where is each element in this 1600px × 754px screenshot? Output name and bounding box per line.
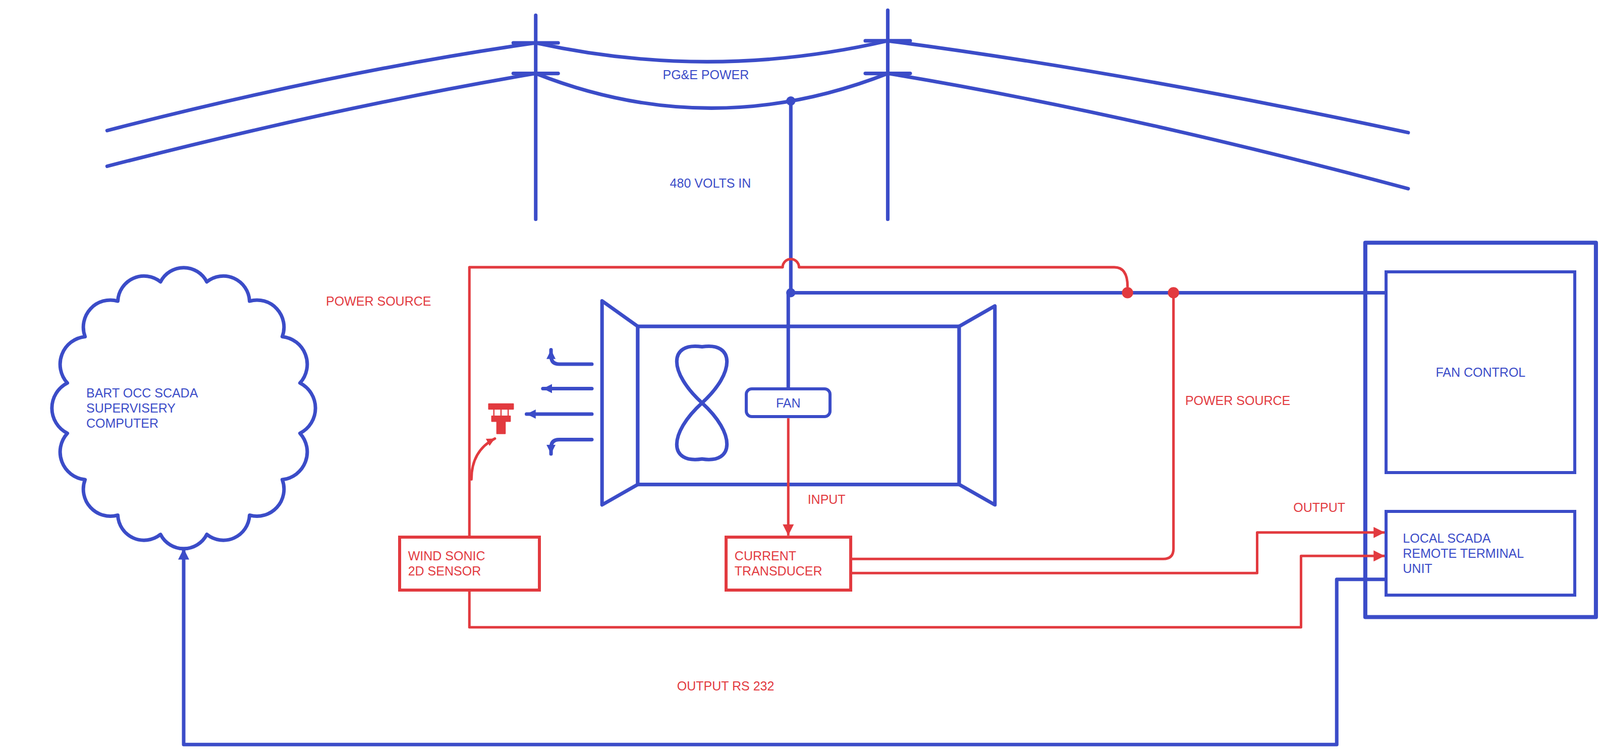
connector <box>183 548 1385 745</box>
airflow-arrow <box>542 387 592 391</box>
text-block: BART OCC SCADA SUPERVISERY COMPUTER <box>86 385 223 431</box>
junction-dot <box>1122 287 1134 299</box>
power-source-label: POWER SOURCE <box>324 293 433 309</box>
duct-inlet <box>601 301 638 506</box>
wire <box>106 42 536 131</box>
airflow-arrow <box>526 412 592 417</box>
text-block: WIND SONIC 2D SENSOR <box>408 548 500 579</box>
wind-sensor-icon <box>488 404 514 434</box>
wire <box>887 40 1408 133</box>
voltage-label: 480 VOLTS IN <box>668 175 753 191</box>
text-block: FAN <box>776 395 801 411</box>
text-block: FAN CONTROL <box>1435 364 1526 380</box>
connector <box>788 292 1385 388</box>
wire <box>887 73 1408 190</box>
connector <box>852 532 1386 574</box>
duct-outlet <box>959 306 996 506</box>
fan-blade <box>676 346 727 403</box>
power-lines <box>106 10 1408 293</box>
sensor-head <box>491 416 511 422</box>
sensor-lead <box>471 438 495 480</box>
power-wire <box>469 259 1128 536</box>
power-source-label: POWER SOURCE <box>1183 393 1292 409</box>
airflow-arrow <box>550 439 592 455</box>
edge-label: OUTPUT RS 232 <box>675 678 777 694</box>
edge-label: INPUT <box>806 491 848 508</box>
cabinet-outline <box>1365 242 1596 618</box>
fan-duct <box>601 301 996 506</box>
utility-pole <box>865 10 911 220</box>
connector <box>469 556 1385 628</box>
junction-dot <box>786 288 796 298</box>
junction-dot <box>1168 287 1180 299</box>
sensor-cap <box>488 404 514 410</box>
node-text: CURRENT TRANSDUCER <box>734 548 836 579</box>
duct-body <box>637 326 960 485</box>
fan-box: FAN <box>744 387 832 419</box>
airflow-arrows <box>526 350 592 455</box>
node-text: FAN CONTROL <box>1435 364 1526 380</box>
power-label: PG&E POWER <box>660 67 751 83</box>
control-box: FAN CONTROL <box>1384 270 1577 475</box>
connector <box>787 418 790 536</box>
power-wire <box>852 292 1174 560</box>
control-cabinet <box>1365 242 1596 618</box>
sensor-box: WIND SONIC 2D SENSOR <box>398 535 541 592</box>
node-text: LOCAL SCADA REMOTE TERMINAL UNIT <box>1402 530 1524 577</box>
cloud-computer: BART OCC SCADA SUPERVISERY COMPUTER <box>45 260 322 557</box>
sensor-wiring <box>469 259 1174 560</box>
node-text: WIND SONIC 2D SENSOR <box>408 548 500 579</box>
cloud-shape <box>51 267 316 549</box>
text-block: CURRENT TRANSDUCER <box>734 548 836 579</box>
utility-pole <box>513 15 559 219</box>
wire <box>535 40 889 62</box>
text-block: LOCAL SCADA REMOTE TERMINAL UNIT <box>1402 530 1524 577</box>
wire <box>106 73 536 167</box>
feed-wire <box>789 100 793 293</box>
rtu-box: LOCAL SCADA REMOTE TERMINAL UNIT <box>1384 510 1577 597</box>
junction-dot <box>786 96 796 106</box>
transducer-box: CURRENT TRANSDUCER <box>724 535 853 592</box>
airflow-arrow <box>550 350 592 365</box>
edge-label: OUTPUT <box>1291 500 1347 516</box>
node-text: FAN <box>776 395 801 411</box>
fan-blade <box>676 403 727 460</box>
sensor-stem <box>497 421 506 434</box>
sensor-post <box>493 409 509 417</box>
node-text: BART OCC SCADA SUPERVISERY COMPUTER <box>86 385 223 431</box>
